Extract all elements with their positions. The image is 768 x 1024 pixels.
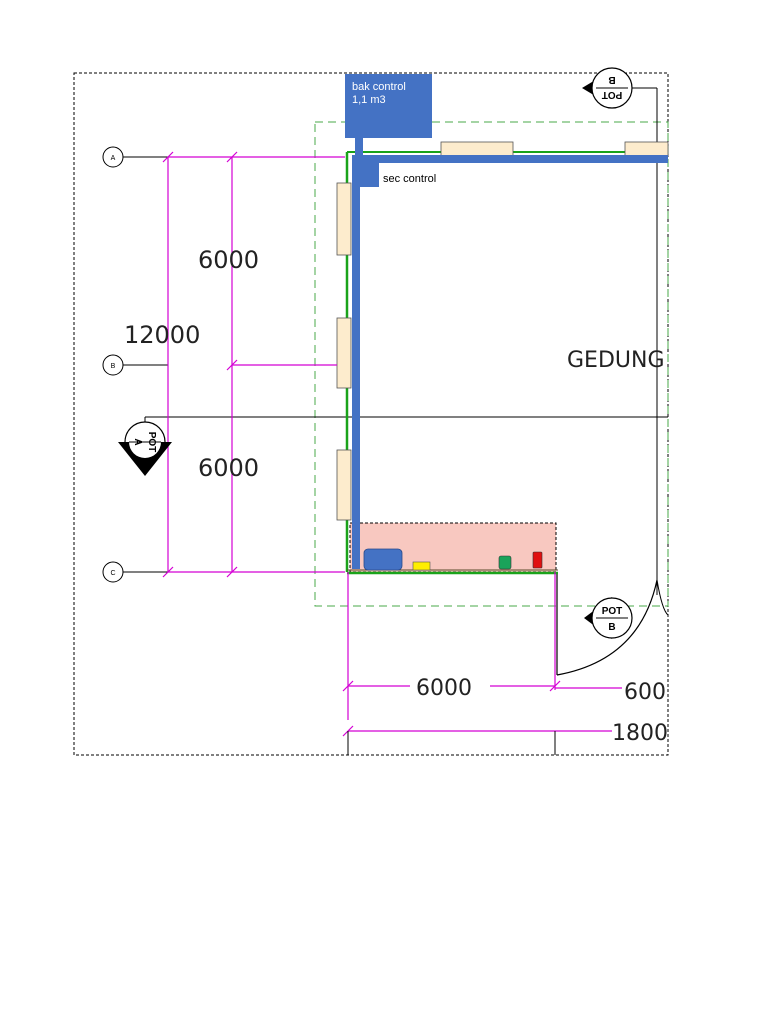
equipment-red bbox=[532, 551, 543, 569]
dim-total-vertical: 12000 bbox=[124, 321, 200, 349]
window-left-1 bbox=[336, 182, 352, 256]
blue-pipe-connector bbox=[355, 135, 363, 157]
dim-overall-partial: 1800 bbox=[612, 721, 668, 746]
svg-text:B: B bbox=[608, 622, 615, 633]
dim-bottom-span: 6000 bbox=[416, 676, 472, 701]
door-swing-2 bbox=[656, 579, 669, 616]
svg-text:B: B bbox=[608, 74, 615, 85]
window-left-2 bbox=[336, 317, 352, 389]
equipment-green bbox=[498, 555, 512, 570]
blue-pipe-top bbox=[352, 155, 668, 163]
tank-label-line1: bak control bbox=[352, 81, 406, 93]
door-swing bbox=[556, 579, 658, 676]
svg-text:POT: POT bbox=[602, 89, 623, 100]
svg-text:A: A bbox=[111, 155, 116, 162]
dim-bottom-right-partial: 600 bbox=[624, 680, 666, 705]
dimension-vertical bbox=[162, 151, 345, 578]
svg-text:POT: POT bbox=[602, 606, 623, 617]
blue-pipe-left bbox=[352, 155, 360, 569]
dimension-horizontal bbox=[342, 572, 622, 737]
section-marker-pot-a: POT A bbox=[118, 421, 172, 476]
svg-text:C: C bbox=[110, 570, 115, 577]
dim-upper-span: 6000 bbox=[198, 246, 259, 274]
tank-label-line2: 1,1 m3 bbox=[352, 94, 386, 106]
site-boundary bbox=[314, 121, 669, 607]
building-label: GEDUNG bbox=[567, 348, 665, 373]
section-marker-pot-b-top: POT B bbox=[582, 67, 633, 109]
svg-text:B: B bbox=[111, 363, 116, 370]
grid-axis-b: B bbox=[102, 354, 168, 376]
window-top-1 bbox=[440, 141, 514, 157]
svg-text:POT: POT bbox=[146, 432, 157, 453]
window-left-3 bbox=[336, 449, 352, 521]
window-top-2 bbox=[624, 141, 669, 157]
septic-control-box bbox=[352, 160, 379, 187]
grid-axis-c: C bbox=[102, 561, 168, 583]
control-tank bbox=[345, 74, 432, 138]
svg-text:A: A bbox=[132, 438, 143, 445]
equipment-yellow bbox=[412, 561, 431, 571]
section-marker-pot-b-bottom: POT B bbox=[584, 597, 633, 639]
septic-label: sec control bbox=[383, 173, 436, 185]
dim-lower-span: 6000 bbox=[198, 454, 259, 482]
equipment-blue bbox=[363, 548, 403, 571]
